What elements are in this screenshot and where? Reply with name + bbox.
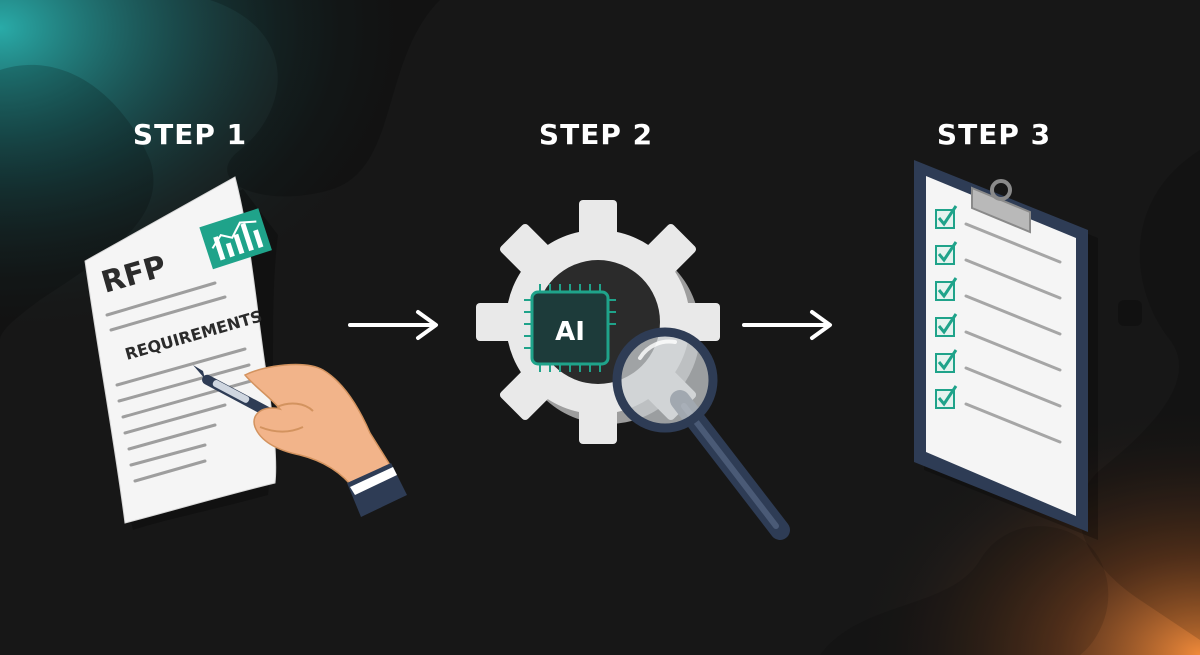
checkbox-icon [935, 349, 958, 373]
hand-pen-icon [193, 363, 407, 517]
step-1-illustration: RFP REQUIREMENTS [84, 176, 407, 530]
arrow-right-icon [742, 310, 832, 340]
checkbox-icon [935, 205, 958, 229]
step-3-label: STEP 3 [936, 118, 1052, 151]
arrow-right-icon [348, 310, 438, 340]
magnifier-icon [612, 327, 790, 540]
checkbox-icon [935, 277, 958, 301]
chart-icon [199, 208, 272, 270]
chip-label: AI [555, 317, 585, 347]
ai-chip-icon: AI [524, 284, 616, 372]
checkbox-icon [935, 241, 958, 265]
step-2-illustration: AI [476, 200, 790, 540]
step-1-label: STEP 1 [132, 118, 248, 151]
checklist [935, 205, 1062, 444]
step-2-label: STEP 2 [538, 118, 654, 151]
checkbox-icon [935, 385, 958, 409]
step-3-illustration [914, 160, 1098, 540]
checkbox-icon [935, 313, 958, 337]
